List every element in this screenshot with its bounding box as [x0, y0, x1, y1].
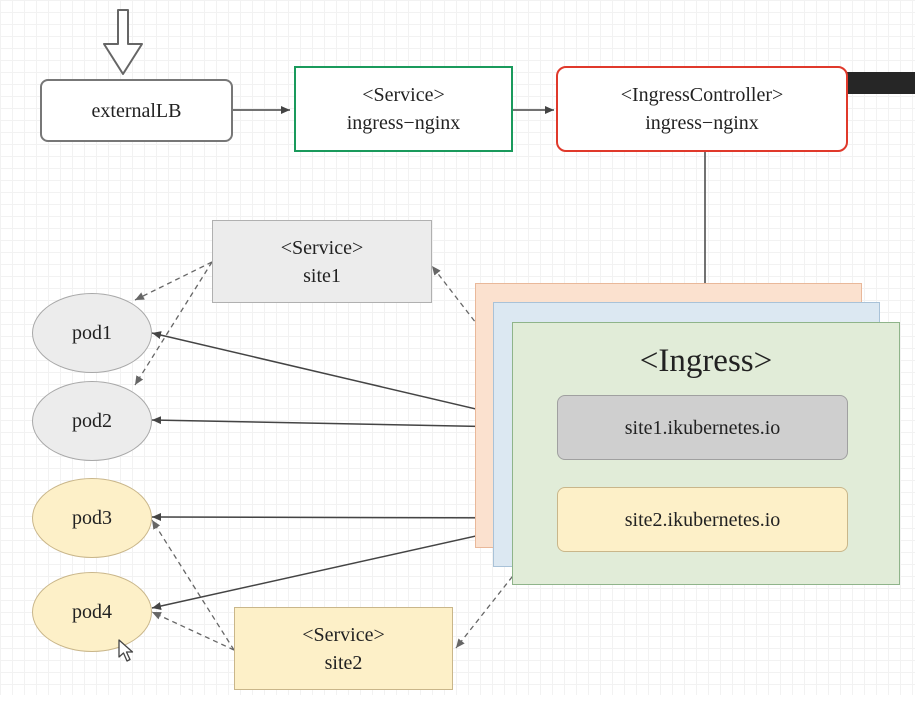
ingress-controller-stereotype: <IngressController> — [620, 84, 784, 106]
ingress-rule-site2: site2.ikubernetes.io — [557, 487, 848, 552]
pod1-label: pod1 — [72, 322, 112, 344]
ingress-rule-site2-label: site2.ikubernetes.io — [624, 508, 781, 531]
cropped-dark-element — [844, 72, 915, 94]
external-lb-node: externalLB — [40, 79, 233, 142]
pod2-label: pod2 — [72, 410, 112, 432]
ingress-controller-node: <IngressController> ingress−nginx — [556, 66, 848, 152]
external-lb-label: externalLB — [91, 99, 182, 122]
service-site1-name: site1 — [303, 264, 341, 287]
dashed-service2-to-pod3 — [151, 519, 235, 651]
dashed-service2-to-pod4 — [151, 611, 235, 651]
service-site2-stereotype: <Service> — [302, 623, 385, 646]
service-ingress-name: ingress−nginx — [346, 112, 461, 134]
service-site1-node: <Service> site1 — [212, 220, 432, 303]
bottom-margin — [0, 695, 915, 707]
service-site2-node: <Service> site2 — [234, 607, 453, 690]
service-site2-name: site2 — [324, 651, 363, 674]
dashed-service1-to-pod2 — [134, 261, 213, 386]
ingress-title: <Ingress> — [639, 343, 773, 379]
mouse-cursor-icon — [118, 639, 134, 662]
pod1-node: pod1 — [32, 293, 152, 373]
pod4-node: pod4 — [32, 572, 152, 652]
ingress-rule-site1: site1.ikubernetes.io — [557, 395, 848, 460]
pod2-node: pod2 — [32, 381, 152, 461]
pod3-node: pod3 — [32, 478, 152, 558]
incoming-traffic-arrow-icon — [103, 9, 143, 75]
pod3-label: pod3 — [72, 507, 112, 529]
service-ingress-nginx-node: <Service> ingress−nginx — [294, 66, 513, 152]
pod4-label: pod4 — [72, 601, 112, 623]
service-ingress-stereotype: <Service> — [362, 84, 445, 106]
ingress-controller-name: ingress−nginx — [645, 112, 759, 134]
service-site1-stereotype: <Service> — [280, 236, 364, 259]
ingress-rule-site1-label: site1.ikubernetes.io — [624, 416, 781, 439]
